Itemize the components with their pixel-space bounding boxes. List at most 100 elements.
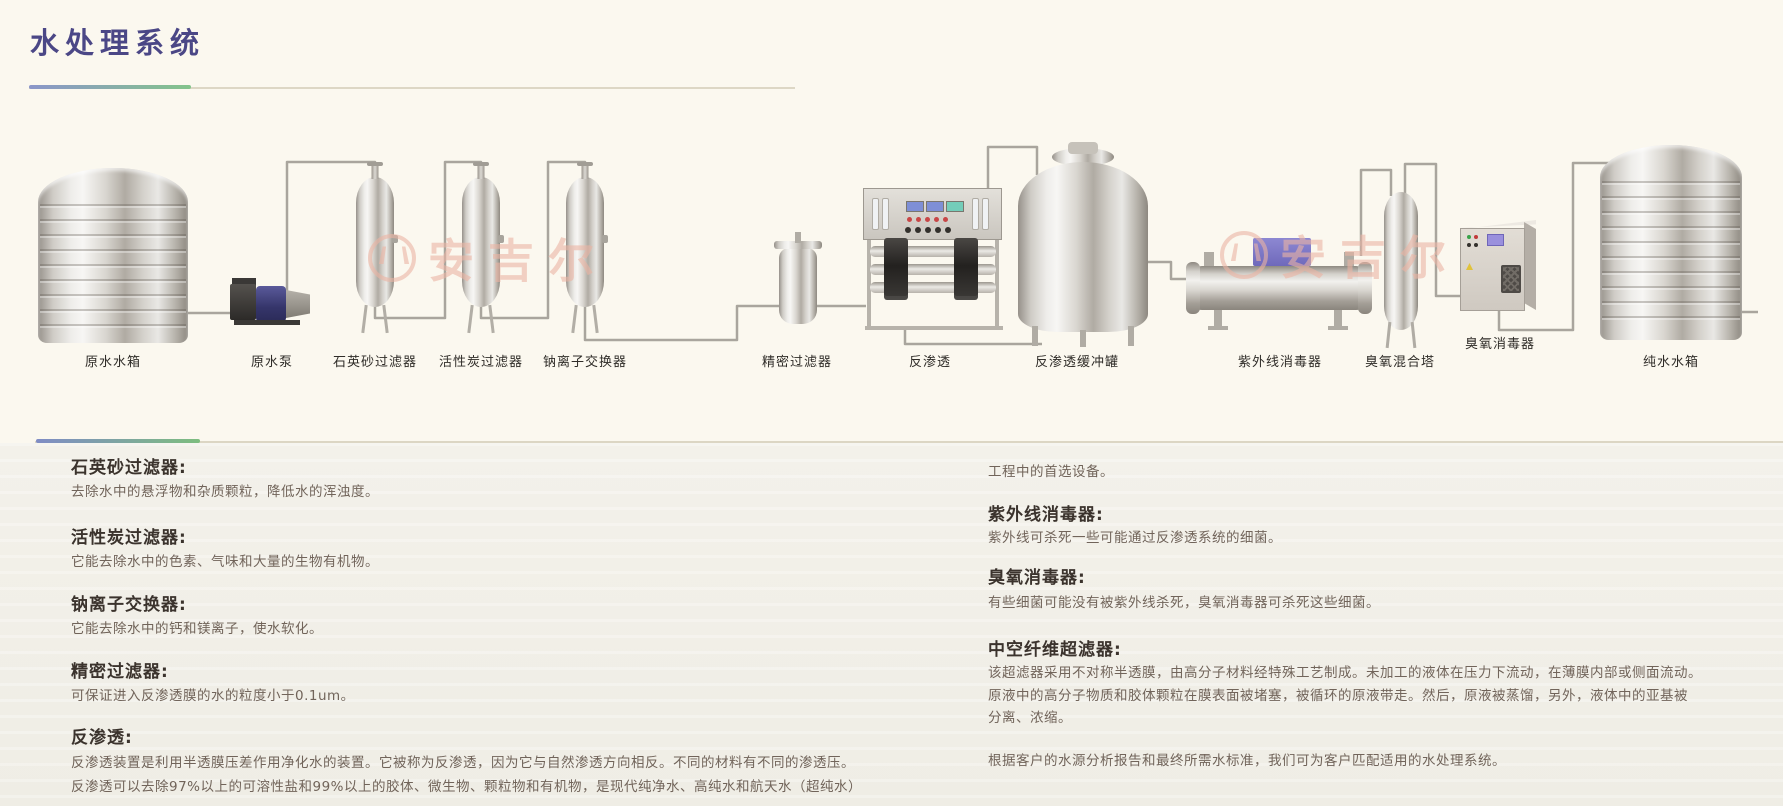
indicator-light xyxy=(934,217,939,222)
control-knob xyxy=(915,227,921,233)
equipment-label-raw-water-tank: 原水水箱 xyxy=(84,355,142,370)
description-section-background xyxy=(0,443,1783,806)
buffer-tank-manhole xyxy=(1052,148,1114,166)
activated-carbon-filter-figure xyxy=(462,162,504,307)
section-divider xyxy=(35,441,1783,443)
pump-cone xyxy=(286,290,310,318)
uv-leg xyxy=(1214,310,1222,328)
uv-foot xyxy=(1328,326,1348,330)
brand-watermark: 安吉尔 xyxy=(1220,222,1460,288)
sodium-ion-exchanger-figure xyxy=(566,162,608,307)
ro-membrane-housing xyxy=(870,282,996,293)
brand-watermark: 安吉尔 xyxy=(368,225,608,291)
desc-body-quartz-sand-filter: 去除水中的悬浮物和杂质颗粒，降低水的浑浊度。 xyxy=(71,484,379,500)
ozone-mixing-tower-figure xyxy=(1382,190,1420,350)
desc-heading-hollow-fiber-ultrafilter: 中空纤维超滤器: xyxy=(988,640,1122,660)
tower-body xyxy=(1384,192,1418,330)
digital-display xyxy=(906,201,924,212)
ro-frame-base xyxy=(865,326,1003,330)
desc-body-reverse-osmosis: 反渗透装置是利用半透膜压差作用净化水的装置。它被称为反渗透，因为它与自然渗透方向… xyxy=(71,755,863,795)
section-divider-accent xyxy=(36,439,200,443)
ro-high-pressure-pump xyxy=(884,238,908,300)
reverse-osmosis-unit-figure xyxy=(863,186,1003,332)
switch-knob xyxy=(1467,243,1471,247)
tower-leg xyxy=(1385,321,1392,349)
ro-frame-post xyxy=(995,236,999,328)
indicator-light xyxy=(943,217,948,222)
indicator-light xyxy=(916,217,921,222)
desc-body-hollow-fiber-ultrafilter: 该超滤器采用不对称半透膜，由高分子材料经特殊工艺制成。未加工的液体在压力下流动，… xyxy=(988,665,1702,726)
equipment-label-raw-water-pump: 原水泵 xyxy=(250,355,294,370)
desc-heading-activated-carbon-filter: 活性炭过滤器: xyxy=(71,528,187,548)
ozone-box-front xyxy=(1460,228,1525,311)
brand-watermark-logo-icon xyxy=(368,234,416,282)
buffer-tank-body xyxy=(1018,162,1148,332)
digital-display xyxy=(946,201,964,212)
desc-heading-reverse-osmosis: 反渗透: xyxy=(71,728,133,748)
ro-frame-post xyxy=(867,236,871,328)
flow-meter xyxy=(982,198,989,230)
equipment-label-ozone-sterilizer: 臭氧消毒器 xyxy=(1464,337,1536,352)
buffer-tank-leg xyxy=(1032,326,1038,346)
control-knob xyxy=(905,227,911,233)
uv-foot xyxy=(1208,326,1228,330)
flow-meter xyxy=(882,198,889,230)
precision-filter-figure xyxy=(774,232,822,324)
equipment-label-uv-sterilizer: 紫外线消毒器 xyxy=(1237,355,1323,370)
flow-meter xyxy=(872,198,879,230)
control-knob xyxy=(925,227,931,233)
filter-nozzle xyxy=(477,166,485,179)
tank-ribs xyxy=(40,204,186,331)
uv-vessel-endcap xyxy=(1358,262,1372,314)
brand-watermark-text: 安吉尔 xyxy=(428,234,608,288)
filter-valve xyxy=(577,162,593,166)
control-knob xyxy=(935,227,941,233)
equipment-label-pure-water-tank: 纯水水箱 xyxy=(1642,355,1700,370)
equipment-label-ro-buffer-tank: 反渗透缓冲罐 xyxy=(1034,355,1120,370)
desc-body-uv-sterilizer: 紫外线可杀死一些可能通过反渗透系统的细菌。 xyxy=(988,530,1282,546)
pump-motor-cap xyxy=(232,278,256,288)
control-knob xyxy=(945,227,951,233)
filter-valve xyxy=(473,162,489,166)
digital-display xyxy=(926,201,944,212)
brand-watermark-text: 安吉尔 xyxy=(1280,231,1460,285)
power-light xyxy=(1467,235,1471,239)
indicator-light xyxy=(925,217,930,222)
tower-leg xyxy=(1410,321,1417,349)
uv-nozzle xyxy=(1204,252,1214,268)
desc-body-sodium-ion-exchanger: 它能去除水中的钙和镁离子，使水软化。 xyxy=(71,621,323,637)
tank-ribs xyxy=(1602,181,1740,328)
indicator-light xyxy=(907,217,912,222)
filter-valve xyxy=(367,162,383,166)
ozone-box-screen xyxy=(1487,234,1504,246)
ro-control-panel xyxy=(863,188,1002,240)
desc-body-ozone-sterilizer: 有些细菌可能没有被紫外线杀死，臭氧消毒器可杀死这些细菌。 xyxy=(988,595,1380,611)
desc-heading-precision-filter: 精密过滤器: xyxy=(71,662,169,682)
uv-nozzle xyxy=(1344,252,1354,268)
desc-body-closing-note: 根据客户的水源分析报告和最终所需水标准，我们可为客户匹配适用的水处理系统。 xyxy=(988,753,1506,769)
alarm-light xyxy=(1474,235,1478,239)
warning-label xyxy=(1466,263,1473,270)
brand-watermark-logo-icon xyxy=(1220,231,1268,279)
ro-membrane-housing xyxy=(870,264,996,275)
switch-knob xyxy=(1474,243,1478,247)
filter-side-port xyxy=(498,235,504,243)
equipment-label-quartz-sand-filter: 石英砂过滤器 xyxy=(332,355,418,370)
pump-base xyxy=(234,320,300,325)
precision-filter-flange xyxy=(774,241,822,249)
title-underline-accent xyxy=(29,85,191,89)
uv-vessel-body xyxy=(1192,266,1366,310)
uv-vessel-endcap xyxy=(1186,262,1200,314)
buffer-tank-manhole-cover xyxy=(1068,142,1098,154)
ro-buffer-tank-figure xyxy=(1018,142,1148,347)
pure-water-tank-figure xyxy=(1600,145,1742,340)
equipment-label-precision-filter: 精密过滤器 xyxy=(761,355,833,370)
title-underline xyxy=(29,87,795,89)
ro-high-pressure-pump xyxy=(954,238,978,300)
flow-meter xyxy=(972,198,979,230)
pump-motor xyxy=(230,284,256,320)
desc-body-activated-carbon-filter: 它能去除水中的色素、气味和大量的生物有机物。 xyxy=(71,554,379,570)
filter-side-port xyxy=(602,235,608,243)
raw-water-tank-figure xyxy=(38,168,188,343)
